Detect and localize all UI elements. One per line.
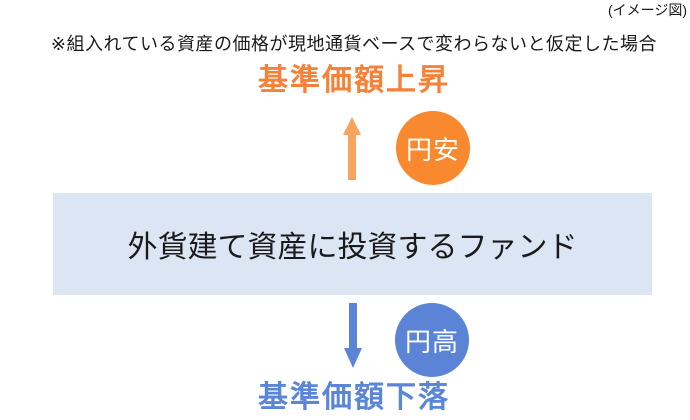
yen-appreciation-badge: 円高 <box>395 303 469 377</box>
yen-depreciation-badge: 円安 <box>396 111 470 185</box>
yen-appreciation-label: 円高 <box>404 326 459 357</box>
up-arrow-icon <box>343 117 361 180</box>
nav-rise-heading: 基準価額上昇 <box>258 64 450 97</box>
fund-box: 外貨建て資産に投資するファンド <box>53 193 652 295</box>
assumption-note: ※組入れている資産の価格が現地通貨ベースで変わらないと仮定した場合 <box>50 34 658 54</box>
fund-box-label: 外貨建て資産に投資するファンド <box>127 231 578 264</box>
image-note-label: (イメージ図) <box>607 2 687 18</box>
yen-depreciation-label: 円安 <box>405 134 460 165</box>
down-arrow-icon <box>344 303 362 368</box>
nav-fall-heading: 基準価額下落 <box>258 381 450 414</box>
